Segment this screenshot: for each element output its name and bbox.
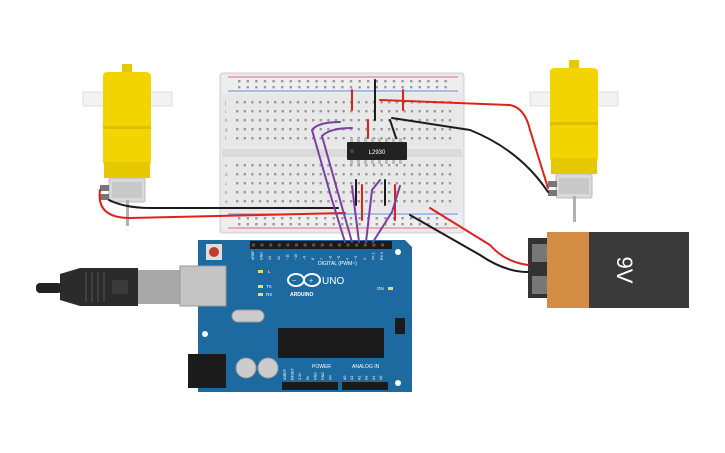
left-dc-motor[interactable]	[82, 64, 173, 226]
breadboard-holes	[236, 80, 452, 226]
analog-pin-label-0: A0	[343, 376, 347, 380]
power-jack[interactable]	[188, 354, 226, 388]
analog-pin-label-3: A3	[365, 376, 369, 380]
battery-9v[interactable]: 9V	[528, 232, 689, 308]
row-letter-b: b	[225, 190, 228, 195]
power-pin-label-1: RESET	[291, 367, 295, 380]
row-letter-g: g	[225, 127, 228, 132]
row-letter-c: c	[225, 181, 228, 186]
digital-pin-label-6: ~9	[303, 256, 307, 260]
power-header-label: POWER	[312, 364, 331, 370]
digital-pin-label-0: AREF	[251, 250, 255, 260]
right-dc-motor[interactable]	[529, 60, 619, 222]
analog-pin-label-5: A5	[379, 376, 383, 380]
digital-pin-label-3: 12	[277, 256, 281, 260]
svg-text:−: −	[292, 278, 296, 285]
on-label: ON	[377, 286, 384, 291]
arduino-logo: − +	[287, 273, 321, 287]
power-pin-label-2: 3.3V	[298, 372, 302, 380]
led-tx-label: TX	[266, 284, 272, 289]
wire-black-right-motor[interactable]	[391, 117, 549, 193]
wire-black-battery[interactable]	[409, 214, 529, 273]
model-label: UNO	[322, 276, 344, 287]
wire-red-battery[interactable]	[429, 207, 529, 266]
jumper-black-4[interactable]	[389, 119, 397, 139]
digital-pin-label-1: GND	[260, 252, 264, 260]
digital-pin-labels: AREF GND 13 12 ~11 ~10 ~9 8 7 ~6 ~5 4 ~3 2 TX 1 RX 0	[251, 250, 384, 260]
wire-red-left-motor[interactable]	[98, 189, 346, 220]
wire-red-right-motor[interactable]	[379, 99, 549, 189]
wire-signal-5[interactable]	[372, 185, 401, 243]
power-pin-label-5: GND	[321, 372, 325, 380]
battery-label: 9V	[612, 257, 637, 284]
chip-label: L2930	[369, 150, 386, 156]
analog-header-label: ANALOG IN	[352, 364, 380, 370]
digital-header-label: DIGITAL (PWM~)	[318, 261, 357, 267]
microcontroller-chip	[278, 328, 384, 358]
led-l-label: L	[268, 269, 271, 274]
row-letter-e: e	[225, 163, 228, 168]
digital-pin-label-14: TX 1	[371, 252, 375, 260]
digital-pin-label-15: RX 0	[380, 252, 384, 260]
wire-signal-2[interactable]	[320, 127, 353, 243]
power-pin-label-0: IOREF	[283, 368, 287, 380]
brand-label: ARDUINO	[290, 292, 313, 298]
digital-pin-label-9: ~6	[328, 256, 332, 260]
power-pin-label-4: GND	[313, 372, 317, 380]
arduino-uno-board[interactable]: L TX RX ON − + UNO ARDUINO DIGITAL (PWM~…	[179, 240, 412, 392]
usb-icon	[112, 280, 128, 294]
wire-black-left-motor[interactable]	[108, 199, 339, 209]
wire-signal-1[interactable]	[310, 121, 346, 243]
row-letter-d: d	[225, 172, 228, 177]
digital-pin-label-4: ~11	[285, 254, 289, 260]
row-letter-h: h	[225, 118, 228, 123]
digital-pin-label-5: ~10	[294, 254, 298, 260]
power-pin-label-3: 5V	[306, 375, 310, 380]
analog-pin-label-4: A4	[372, 376, 376, 380]
wire-signal-4[interactable]	[365, 179, 381, 243]
power-header-strip[interactable]	[282, 382, 338, 390]
digital-pin-label-10: ~5	[337, 256, 341, 260]
digital-pin-label-12: ~3	[354, 256, 358, 260]
analog-header-strip[interactable]	[342, 382, 388, 390]
led-rx-label: RX	[266, 292, 272, 297]
row-letter-f: f	[225, 136, 227, 141]
row-letter-j: j	[224, 100, 226, 105]
row-letter-a: a	[225, 199, 228, 204]
analog-pin-label-1: A1	[350, 376, 354, 380]
motor-driver-chip[interactable]: L2930	[347, 138, 407, 164]
breadboard-row-letters: j i h g f e d c b a	[224, 100, 228, 204]
digital-pin-label-7: 8	[311, 258, 315, 260]
wire-signal-3[interactable]	[351, 185, 360, 243]
analog-pin-label-2: A2	[357, 376, 361, 380]
row-letter-i: i	[225, 109, 226, 114]
power-pin-label-6: Vin	[329, 375, 333, 380]
digital-pin-label-2: 13	[268, 256, 272, 260]
wires	[98, 79, 549, 273]
svg-text:+: +	[309, 278, 313, 285]
breadboard[interactable]: j i h g f e d c b a	[219, 72, 465, 234]
digital-pin-label-8: 7	[320, 258, 324, 260]
digital-pin-label-13: 2	[363, 258, 367, 260]
digital-pin-label-11: 4	[346, 258, 350, 260]
